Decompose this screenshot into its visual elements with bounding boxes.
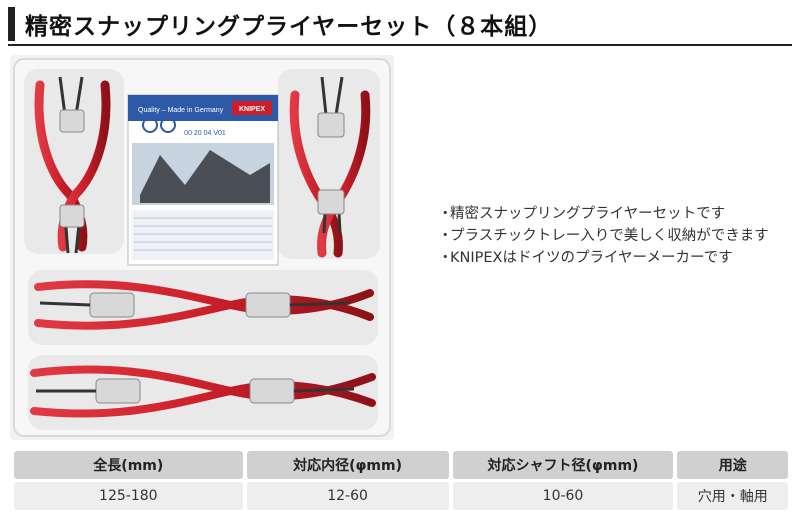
title-bar: 精密スナップリングプライヤーセット（８本組） xyxy=(8,4,792,46)
feature-item: ・ 精密スナップリングプライヤーセットです xyxy=(438,203,788,225)
card-tagline: Quality – Made in Germany xyxy=(138,107,224,114)
spec-value-row: 125-180 12-60 10-60 穴用・軸用 xyxy=(14,482,788,510)
feature-text: プラスチックトレー入りで美しく収納ができます xyxy=(450,228,769,244)
spec-header-row: 全長(mm) 対応内径(φmm) 対応シャフト径(φmm) 用途 xyxy=(14,451,788,479)
value-inner-diameter: 12-60 xyxy=(246,482,449,510)
value-length: 125-180 xyxy=(14,482,243,510)
header-shaft-diameter: 対応シャフト径(φmm) xyxy=(452,451,674,479)
header-inner-diameter: 対応内径(φmm) xyxy=(246,451,449,479)
product-photo: Quality – Made in Germany KNIPEX 00 20 0… xyxy=(10,55,394,440)
spec-table: 全長(mm) 対応内径(φmm) 対応シャフト径(φmm) 用途 125-180… xyxy=(10,448,792,513)
feature-list: ・ 精密スナップリングプライヤーセットです ・ プラスチックトレー入りで美しく収… xyxy=(438,203,788,269)
card-model-code: 00 20 04 V01 xyxy=(184,130,226,137)
card-brand: KNIPEX xyxy=(239,106,265,113)
header-length: 全長(mm) xyxy=(14,451,243,479)
feature-text: KNIPEXはドイツのプライヤーメーカーです xyxy=(450,250,733,266)
title-accent xyxy=(8,7,15,41)
feature-item: ・ KNIPEXはドイツのプライヤーメーカーです xyxy=(438,247,788,269)
page-title: 精密スナップリングプライヤーセット（８本組） xyxy=(25,14,553,40)
bullet-mark: ・ xyxy=(438,250,453,266)
header-usage: 用途 xyxy=(677,451,788,479)
value-usage: 穴用・軸用 xyxy=(677,482,788,510)
feature-text: 精密スナップリングプライヤーセットです xyxy=(450,206,726,222)
product-card: Quality – Made in Germany KNIPEX 00 20 0… xyxy=(127,94,279,266)
bullet-mark: ・ xyxy=(438,228,453,244)
value-shaft-diameter: 10-60 xyxy=(452,482,674,510)
bullet-mark: ・ xyxy=(438,206,453,222)
feature-item: ・ プラスチックトレー入りで美しく収納ができます xyxy=(438,225,788,247)
plier-set-illustration: Quality – Made in Germany KNIPEX 00 20 0… xyxy=(13,58,391,437)
